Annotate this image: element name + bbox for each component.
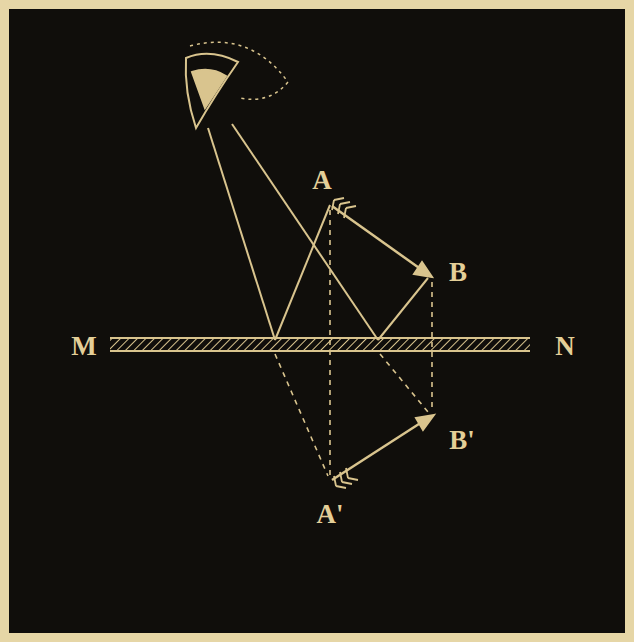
reflected-ray	[232, 124, 378, 340]
mirror-hatching	[110, 338, 530, 351]
point-label: A'	[317, 501, 344, 528]
virtual-ray	[275, 354, 328, 476]
mirror-back	[110, 350, 530, 352]
incident-ray	[378, 278, 428, 340]
point-label: B	[449, 259, 467, 286]
eye-outline	[190, 42, 288, 99]
incident-ray	[275, 205, 330, 340]
mirror-surface	[110, 337, 530, 339]
dark-ground	[9, 9, 625, 633]
arrow-head	[416, 415, 434, 430]
image-arrow	[332, 422, 422, 480]
virtual-ray	[380, 354, 428, 412]
reflected-ray	[208, 128, 275, 340]
eye-iris	[192, 70, 226, 108]
object-arrow	[332, 206, 422, 270]
point-label: B'	[449, 427, 475, 454]
arrow-feather	[332, 198, 356, 218]
mirror-end-label: M	[71, 333, 96, 360]
eye-symbol	[186, 54, 238, 128]
arrow-feather	[334, 468, 358, 488]
point-label: A	[312, 167, 332, 194]
mirror-end-label: N	[555, 333, 575, 360]
arrow-head	[414, 262, 432, 277]
